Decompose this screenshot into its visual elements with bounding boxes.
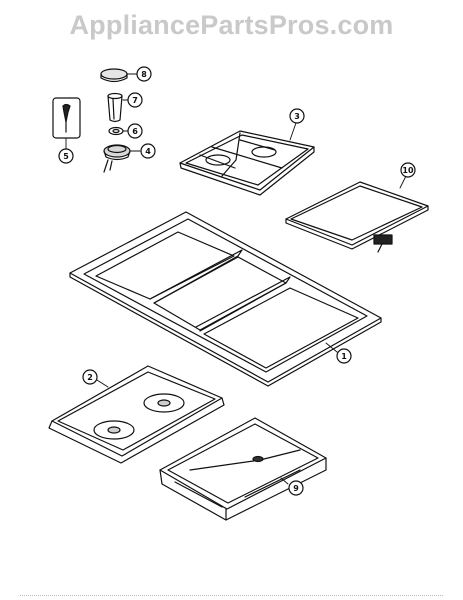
callout-6-label: 6 xyxy=(132,127,138,136)
watermark-text: AppliancePartsPros.com xyxy=(69,10,394,40)
callout-8-label: 8 xyxy=(141,70,147,79)
callout-6: 6 xyxy=(127,123,143,139)
part-3-burner-grate xyxy=(179,130,315,196)
callout-1-label: 1 xyxy=(341,352,347,361)
part-8-burner-cap xyxy=(100,68,128,83)
part-9-burner-box xyxy=(159,417,327,521)
callout-4: 4 xyxy=(140,143,156,159)
callout-3: 3 xyxy=(289,108,305,124)
part-6-grommet xyxy=(108,126,124,136)
part-5-igniter xyxy=(52,97,81,139)
callout-5-label: 5 xyxy=(63,152,69,161)
callout-5: 5 xyxy=(58,148,74,164)
leader-lines xyxy=(65,73,407,485)
callout-7: 7 xyxy=(127,92,143,108)
part-7-orifice-tube xyxy=(107,92,123,123)
part-4-burner-head xyxy=(103,144,131,173)
callout-10-label: 10 xyxy=(402,166,414,175)
part-1-cooktop-frame xyxy=(69,211,382,387)
callout-9-label: 9 xyxy=(293,484,299,493)
callout-7-label: 7 xyxy=(132,96,138,105)
part-10-griddle xyxy=(285,181,429,253)
callout-2: 2 xyxy=(82,369,98,385)
callout-2-label: 2 xyxy=(87,373,93,382)
part-2-drip-pan xyxy=(48,365,225,464)
callout-8: 8 xyxy=(136,66,152,82)
callout-3-label: 3 xyxy=(294,112,300,121)
callout-10: 10 xyxy=(400,162,416,178)
callout-9: 9 xyxy=(288,480,304,496)
callout-4-label: 4 xyxy=(145,147,151,156)
footer-divider xyxy=(20,595,443,596)
callout-1: 1 xyxy=(336,348,352,364)
